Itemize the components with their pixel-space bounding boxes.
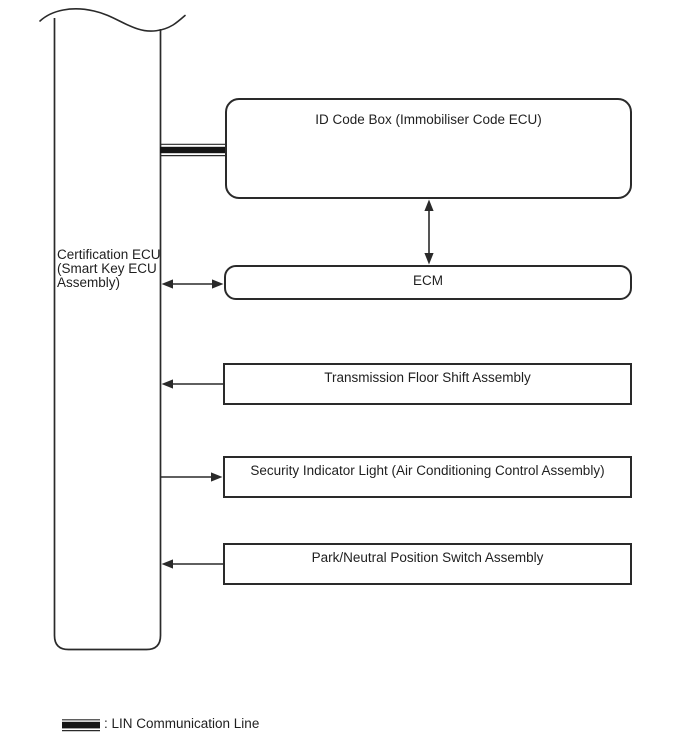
main-node-outline — [53, 18, 162, 651]
arrow-idcode-ecm — [424, 199, 434, 265]
node-park-label: Park/Neutral Position Switch Assembly — [311, 550, 544, 565]
node-certification-ecu-label: Certification ECU (Smart Key ECU Assembl… — [57, 247, 161, 290]
arrow-main-security — [161, 472, 223, 482]
node-security-indicator-light: Security Indicator Light (Air Conditioni… — [223, 456, 632, 498]
node-transmission-label: Transmission Floor Shift Assembly — [324, 370, 531, 385]
legend-lin-communication-line-label: : LIN Communication Line — [104, 716, 260, 731]
arrow-park-main — [161, 559, 223, 569]
arrow-transmission-main — [161, 379, 223, 389]
break-wave-line — [39, 8, 186, 32]
node-ecm-label: ECM — [413, 273, 443, 288]
lin-line-swatch-icon — [62, 719, 100, 732]
node-park-neutral-position-switch-assembly: Park/Neutral Position Switch Assembly — [223, 543, 632, 585]
node-ecm: ECM — [224, 265, 632, 300]
node-security-label: Security Indicator Light (Air Conditioni… — [250, 463, 605, 478]
node-transmission-floor-shift-assembly: Transmission Floor Shift Assembly — [223, 363, 632, 405]
lin-line-connector — [160, 143, 226, 157]
node-id-code-box-label: ID Code Box (Immobiliser Code ECU) — [315, 112, 542, 127]
node-id-code-box: ID Code Box (Immobiliser Code ECU) — [225, 98, 632, 199]
arrow-main-ecm — [161, 279, 224, 289]
